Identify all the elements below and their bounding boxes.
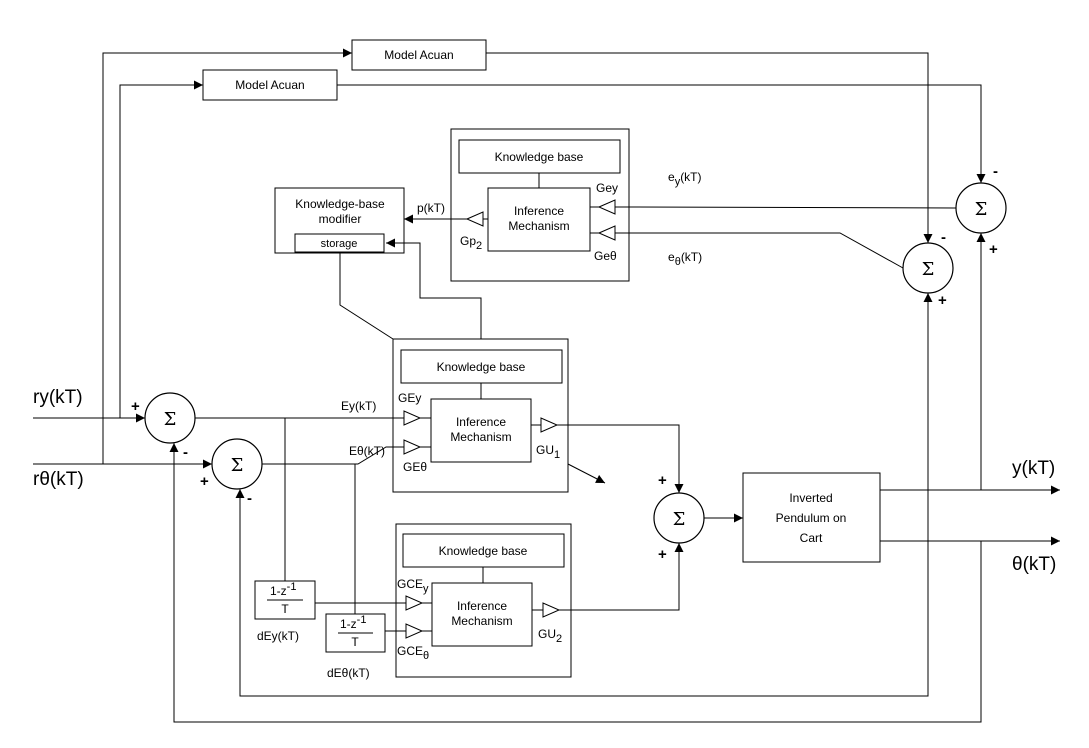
gain-gey-fc1-label: GEy <box>398 391 421 405</box>
svg-text:-: - <box>247 490 252 507</box>
diff-theta-numerator: 1-z-1 <box>340 614 366 631</box>
fc2-inference-line2: Mechanism <box>451 614 512 628</box>
gain-gey-label: Gey <box>596 181 618 195</box>
gain-getheta-label: Geθ <box>594 249 617 263</box>
reference-model-second-label: Model Acuan <box>235 78 304 92</box>
summing-junction-ry: Σ + - <box>131 392 196 461</box>
fc2-inference-block <box>431 582 533 647</box>
fc1-inference-line1: Inference <box>456 415 506 429</box>
svg-text:Σ: Σ <box>975 199 988 220</box>
difference-block-theta: 1-z-1 T <box>325 613 386 653</box>
fc1-inference-line2: Mechanism <box>450 430 511 444</box>
theta-output-label: θ(kT) <box>1012 554 1056 575</box>
fuzzy-controller-1: Knowledge base Inference Mechanism GEy G… <box>392 338 569 493</box>
plant-block: Inverted Pendulum on Cart <box>742 472 881 563</box>
ry-input-label: ry(kT) <box>33 387 83 408</box>
svg-text:Σ: Σ <box>922 259 935 280</box>
plant-label-line2: Pendulum on <box>776 511 847 525</box>
knowledge-base-modifier-block: Knowledge-base modifier storage <box>274 187 405 254</box>
svg-text:+: + <box>131 398 140 415</box>
gain-gp2-label: Gp2 <box>460 234 482 252</box>
reference-model-block-top: Model Acuan <box>351 39 487 71</box>
svg-text:+: + <box>200 473 209 490</box>
signal-wires <box>33 48 1060 723</box>
etheta-signal-label: Eθ(kT) <box>349 444 385 458</box>
svg-text:-: - <box>183 444 188 461</box>
fuzzy-controller-2: Knowledge base Inference Mechanism GCEy … <box>395 523 572 678</box>
gain-gu2-label: GU2 <box>538 627 562 645</box>
fc2-knowledge-base-label: Knowledge base <box>439 544 528 558</box>
diff-theta-denominator: T <box>351 635 359 649</box>
gain-getheta-fc1-label: GEθ <box>403 460 427 474</box>
svg-text:Σ: Σ <box>673 509 686 530</box>
fc1-knowledge-base-label: Knowledge base <box>437 360 526 374</box>
svg-text:-: - <box>941 229 946 246</box>
svg-text:Σ: Σ <box>164 409 177 430</box>
reference-model-block-second: Model Acuan <box>202 69 338 101</box>
diff-y-denominator: T <box>281 602 289 616</box>
diff-y-numerator: 1-z-1 <box>270 581 296 598</box>
gain-gce-y-label: GCEy <box>397 577 429 595</box>
kb-modifier-label-line2: modifier <box>319 212 362 226</box>
rtheta-input-label: rθ(kT) <box>33 469 84 490</box>
plant-label-line3: Cart <box>800 531 823 545</box>
gain-gu1-label: GU1 <box>536 443 560 461</box>
svg-text:-: - <box>993 163 998 180</box>
supervisor-knowledge-base-label: Knowledge base <box>495 150 584 164</box>
y-output-label: y(kT) <box>1012 458 1055 479</box>
fc2-knowledge-base-block <box>402 533 565 568</box>
ey-error-label: ey(kT) <box>668 170 702 188</box>
p-signal-label: p(kT) <box>417 201 445 215</box>
storage-label: storage <box>321 238 358 250</box>
gain-gce-theta-label: GCEθ <box>397 644 429 662</box>
svg-text:+: + <box>658 472 667 489</box>
etheta-error-label: eθ(kT) <box>668 250 702 268</box>
ey-signal-label: Ey(kT) <box>341 399 376 413</box>
dey-signal-label: dEy(kT) <box>257 629 299 643</box>
summing-junction-rtheta: Σ + - <box>200 438 263 507</box>
fc1-inference-block <box>430 398 532 463</box>
svg-text:+: + <box>938 292 947 309</box>
difference-block-y: 1-z-1 T <box>254 580 316 620</box>
fc2-inference-line1: Inference <box>457 599 507 613</box>
svg-text:+: + <box>989 241 998 258</box>
plant-label-line1: Inverted <box>789 491 832 505</box>
supervisor-inference-line2: Mechanism <box>508 219 569 233</box>
supervisor-fuzzy-system: Knowledge base Inference Mechanism Gey G… <box>450 128 630 282</box>
kb-modifier-label-line1: Knowledge-base <box>295 197 385 211</box>
svg-text:Σ: Σ <box>231 455 244 476</box>
detheta-signal-label: dEθ(kT) <box>327 666 370 680</box>
svg-text:+: + <box>658 546 667 563</box>
storage-block <box>294 233 385 253</box>
supervisor-inference-line1: Inference <box>514 204 564 218</box>
reference-model-top-label: Model Acuan <box>384 48 453 62</box>
